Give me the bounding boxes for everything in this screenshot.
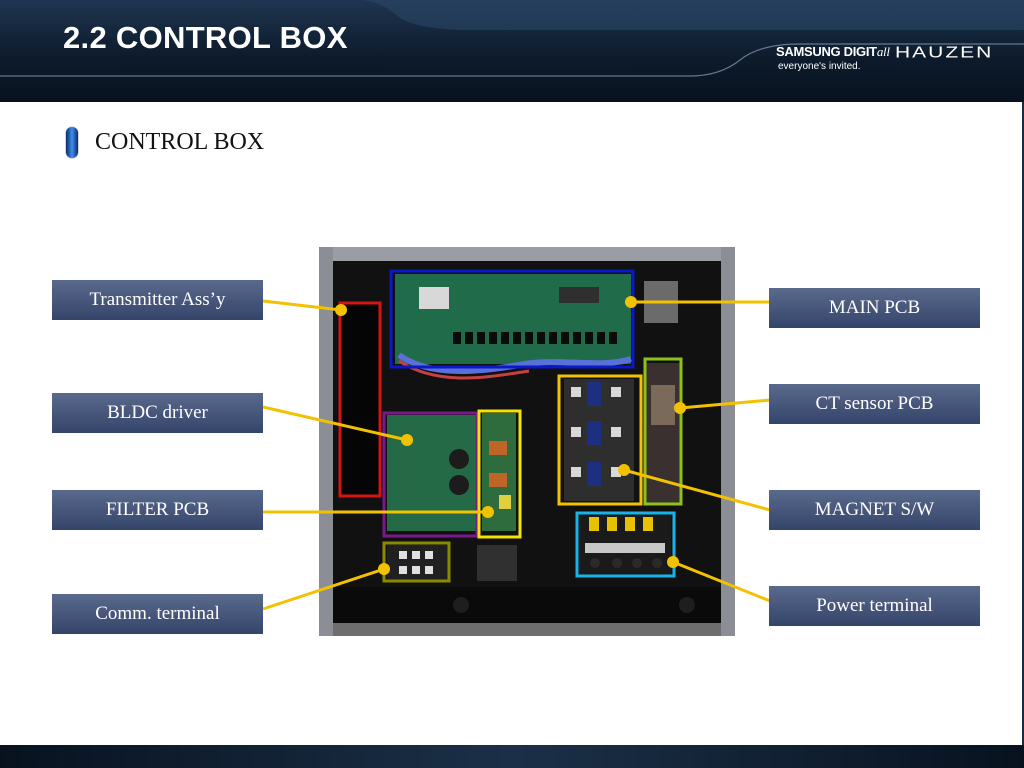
- label-filter-pcb: FILTER PCB: [52, 490, 263, 530]
- bullet-icon: [66, 127, 78, 158]
- samsung-logo: SAMSUNG DIGITall: [776, 44, 890, 59]
- label-transmitter: Transmitter Ass’y: [52, 280, 263, 320]
- right-border: [1022, 102, 1024, 745]
- label-ct-sensor-pcb: CT sensor PCB: [769, 384, 980, 424]
- section-title: CONTROL BOX: [95, 129, 265, 155]
- label-comm-text: Comm. terminal: [95, 603, 220, 624]
- label-power-terminal: Power terminal: [769, 586, 980, 626]
- label-bldc-driver: BLDC driver: [52, 393, 263, 433]
- label-comm-terminal: Comm. terminal: [52, 594, 263, 634]
- label-bldc-text: BLDC driver: [107, 402, 208, 423]
- label-power-text: Power terminal: [816, 595, 933, 616]
- header-swoosh: [0, 0, 1024, 77]
- header-banner: 2.2 CONTROL BOX SAMSUNG DIGITall everyon…: [0, 0, 1024, 102]
- label-magnet-text: MAGNET S/W: [814, 499, 935, 520]
- samsung-tagline: everyone's invited.: [778, 61, 861, 72]
- hauzen-logo: HAUZEN: [895, 44, 994, 62]
- label-filter-text: FILTER PCB: [105, 499, 210, 520]
- label-main-pcb: MAIN PCB: [769, 288, 980, 328]
- label-magnet-sw: MAGNET S/W: [769, 490, 980, 530]
- label-transmitter-text: Transmitter Ass’y: [89, 289, 226, 310]
- footer-bar: [0, 745, 1024, 768]
- label-main-pcb-text: MAIN PCB: [828, 297, 921, 318]
- slide-title: 2.2 CONTROL BOX: [63, 20, 348, 55]
- control-box-photo: [319, 247, 735, 636]
- label-ct-text: CT sensor PCB: [815, 393, 934, 414]
